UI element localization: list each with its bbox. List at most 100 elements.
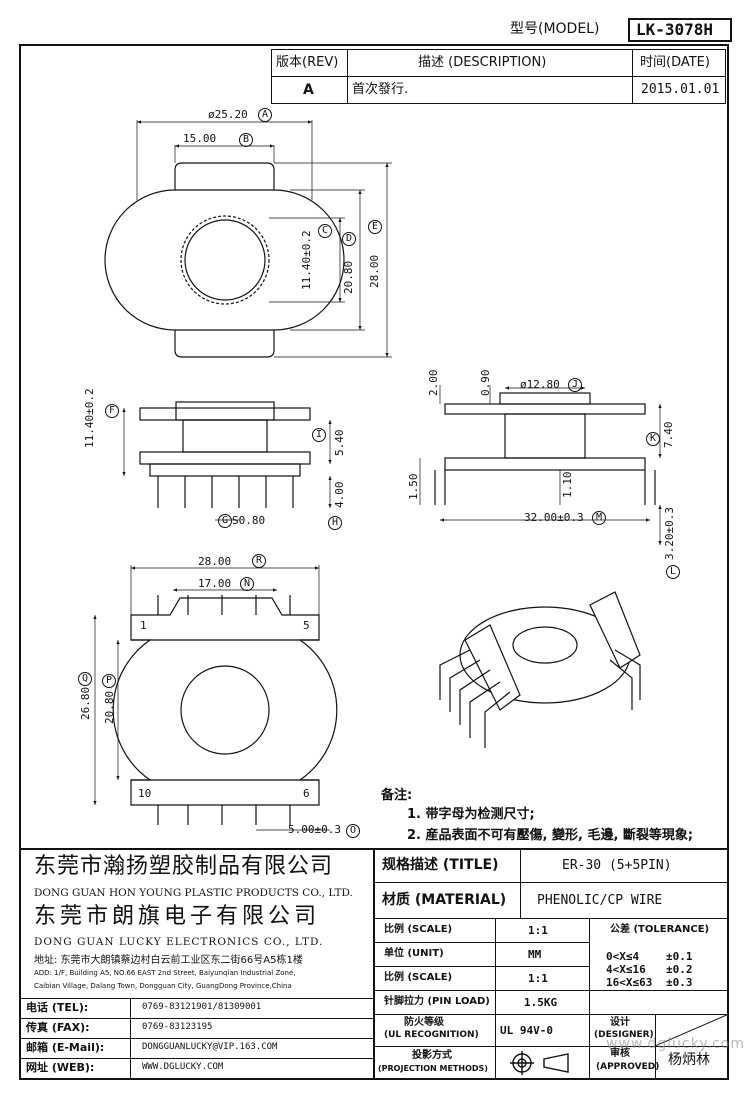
note-item: 1. 带字母为检测尺寸; bbox=[407, 807, 535, 822]
callout-k: K bbox=[646, 432, 660, 446]
tb-divider bbox=[589, 1014, 729, 1015]
model-value: LK-3078H bbox=[636, 20, 714, 39]
tb-divider bbox=[19, 998, 373, 999]
unit-label: 单位 (UNIT) bbox=[384, 948, 444, 959]
scale2-label: 比例 (SCALE) bbox=[384, 972, 453, 983]
tb-divider bbox=[373, 1014, 589, 1015]
dim-bottom-2800: 28.00 bbox=[198, 555, 232, 568]
callout-e: E bbox=[368, 220, 382, 234]
tb-divider bbox=[373, 1046, 729, 1047]
tb-divider bbox=[373, 942, 589, 943]
dim-front-320: 3.20±0.3 bbox=[663, 507, 676, 560]
pinload-label: 针脚拉力 (PIN LOAD) bbox=[384, 996, 490, 1007]
contact-value: 0769-83121901/81309001 bbox=[142, 1002, 262, 1012]
technical-drawing: ø25.20 15.00 11.40±0.2 20.80 28.00 bbox=[93, 108, 662, 831]
dim-side-pin: S0.80 bbox=[232, 514, 266, 527]
approved-label-1: 审核 bbox=[610, 1048, 630, 1059]
pin-label: 5 bbox=[303, 619, 310, 632]
rev-divider bbox=[271, 76, 726, 77]
ul-label-2: (UL RECOGNITION) bbox=[384, 1030, 479, 1040]
tol-val: ±0.3 bbox=[666, 976, 693, 989]
dim-front-150: 1.50 bbox=[407, 473, 420, 501]
dim-front-3200: 32.00±0.3 bbox=[524, 511, 584, 524]
isometric-view bbox=[439, 591, 641, 748]
bottom-view bbox=[93, 565, 338, 831]
dim-bottom-1700: 17.00 bbox=[198, 577, 232, 590]
dim-side-540: 5.40 bbox=[333, 429, 346, 457]
scale-label: 比例 (SCALE) bbox=[384, 924, 453, 935]
tol-range: 4<X≤16 bbox=[606, 963, 646, 976]
tb-divider bbox=[373, 918, 729, 919]
ul-value: UL 94V-0 bbox=[500, 1024, 553, 1037]
contact-value: 0769-83123195 bbox=[142, 1022, 213, 1032]
tb-divider bbox=[495, 918, 496, 1080]
contact-value: DONGGUANLUCKY@VIP.163.COM bbox=[142, 1042, 278, 1052]
material-value: PHENOLIC/CP WIRE bbox=[537, 893, 663, 908]
callout-r: R bbox=[252, 554, 266, 568]
contact-label: 邮箱 (E-Mail): bbox=[26, 1041, 105, 1054]
tb-divider bbox=[373, 848, 375, 1080]
dim-28-00: 28.00 bbox=[368, 255, 381, 288]
callout-j: J bbox=[568, 378, 582, 392]
rev-col-header: 版本(REV) bbox=[276, 55, 339, 70]
rev-divider bbox=[347, 49, 348, 104]
company-address-en2: Caibian Village, Dalang Town, Dongguan C… bbox=[34, 982, 292, 990]
tolerance-label: 公差 (TOLERANCE) bbox=[610, 924, 710, 935]
callout-c: C bbox=[318, 224, 332, 238]
tb-divider bbox=[589, 918, 590, 1080]
callout-m: M bbox=[592, 511, 606, 525]
dim-bottom-500: 5.00±0.3 bbox=[288, 823, 341, 836]
ul-label-1: 防火等级 bbox=[404, 1017, 444, 1028]
callout-l: L bbox=[666, 565, 680, 579]
scale-value: 1:1 bbox=[528, 924, 548, 937]
callout-b: B bbox=[239, 133, 253, 147]
date-col-header: 时间(DATE) bbox=[640, 55, 710, 70]
pin-label: 1 bbox=[140, 619, 147, 632]
projection-symbol-icon bbox=[510, 1051, 569, 1075]
rev-divider bbox=[632, 49, 633, 104]
contact-label: 电话 (TEL): bbox=[26, 1001, 89, 1014]
tb-divider bbox=[19, 1058, 373, 1059]
contact-label: 传真 (FAX): bbox=[26, 1021, 90, 1034]
company-address-cn: 地址: 东莞市大朗镇蔡边村白云前工业区东二街66号A5栋1楼 bbox=[34, 955, 303, 966]
watermark: www.dglucky.com bbox=[606, 1036, 745, 1052]
model-value-box bbox=[628, 18, 732, 42]
dim-20-80: 20.80 bbox=[342, 261, 355, 294]
tol-range: 16<X≤63 bbox=[606, 976, 653, 989]
company-cn1: 东莞市瀚扬塑胶制品有限公司 bbox=[34, 854, 334, 879]
rev-value: A bbox=[303, 82, 314, 98]
callout-a: A bbox=[258, 108, 272, 122]
unit-value: MM bbox=[528, 948, 542, 961]
company-en1: DONG GUAN HON YOUNG PLASTIC PRODUCTS CO.… bbox=[34, 887, 353, 899]
company-address-en1: ADD: 1/F, Building A5, NO.66 EAST 2nd St… bbox=[34, 969, 296, 977]
material-label: 材质 (MATERIAL) bbox=[382, 892, 507, 908]
dim-side-1140: 11.40±0.2 bbox=[83, 388, 96, 448]
designer-label-2: (DESIGNER) bbox=[594, 1030, 654, 1040]
model-label: 型号(MODEL) bbox=[510, 21, 600, 37]
top-view bbox=[104, 120, 392, 358]
callout-i: I bbox=[312, 428, 326, 442]
approver-name: 杨炳林 bbox=[668, 1052, 710, 1068]
dim-11-40: 11.40±0.2 bbox=[300, 230, 313, 290]
callout-n: N bbox=[240, 577, 254, 591]
tb-divider bbox=[520, 848, 521, 918]
title-value: ER-30 (5+5PIN) bbox=[562, 858, 672, 873]
tol-range: 0<X≤4 bbox=[606, 950, 640, 963]
desc-value: 首次發行. bbox=[352, 82, 409, 97]
tb-divider bbox=[373, 966, 589, 967]
dim-25-20: ø25.20 bbox=[208, 108, 248, 121]
tb-divider bbox=[655, 1014, 656, 1080]
scale2-value: 1:1 bbox=[528, 972, 548, 985]
date-value: 2015.01.01 bbox=[641, 82, 720, 97]
side-view bbox=[122, 401, 332, 521]
callout-f: F bbox=[105, 404, 119, 418]
dim-bottom-2680: 26.80 bbox=[79, 686, 92, 720]
dim-front-1280: ø12.80 bbox=[520, 378, 560, 391]
title-label: 规格描述 (TITLE) bbox=[382, 857, 499, 873]
callout-d: D bbox=[342, 232, 356, 246]
approved-label-2: (APPROVED) bbox=[596, 1062, 660, 1072]
company-en2: DONG GUAN LUCKY ELECTRONICS CO., LTD. bbox=[34, 936, 324, 948]
contact-value: WWW.DGLUCKY.COM bbox=[142, 1062, 224, 1072]
dim-front-110: 1.10 bbox=[561, 471, 574, 499]
front-view bbox=[419, 385, 662, 545]
